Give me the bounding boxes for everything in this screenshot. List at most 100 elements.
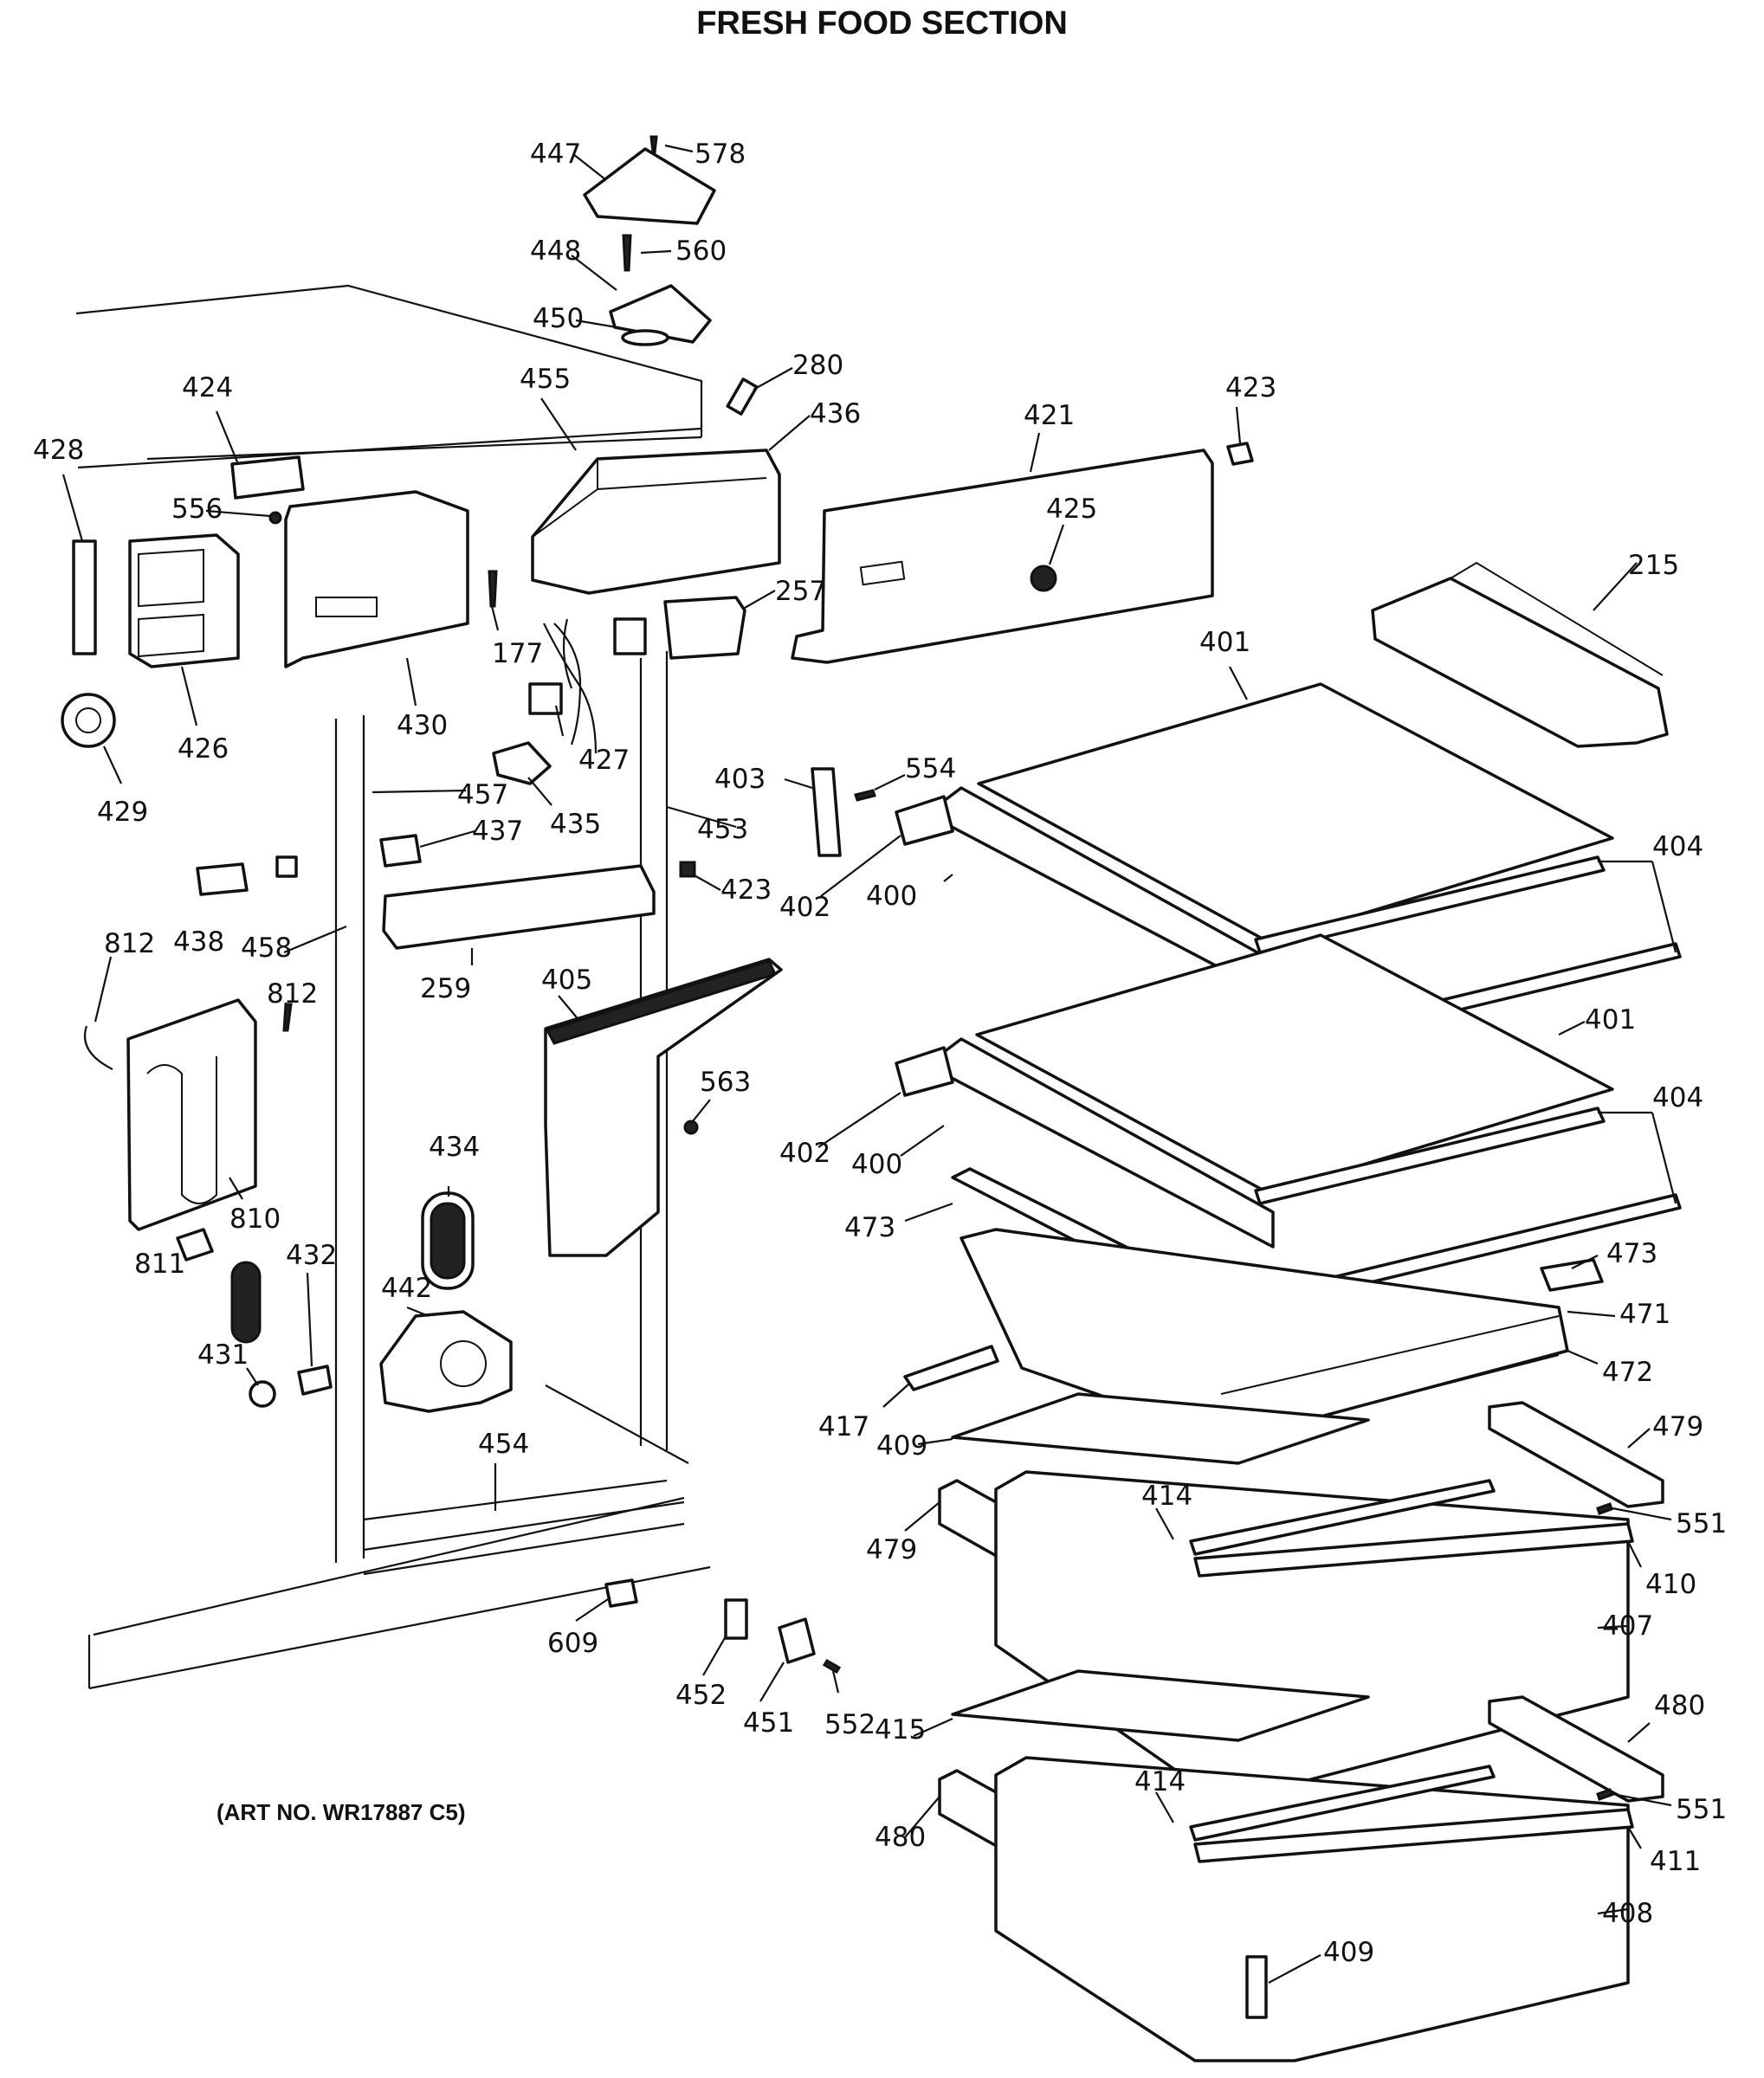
part-label: 452: [675, 1680, 727, 1711]
part-label: 414: [1141, 1481, 1192, 1512]
part-423-plug-left: [679, 861, 696, 878]
part-labels: 447 578 448 560 450 280 424 428 455 436 …: [33, 139, 1727, 1968]
part-551-screw-upper: [1596, 1502, 1613, 1515]
part-405-bracket: [544, 958, 783, 1257]
part-442-damper: [379, 1310, 513, 1413]
part-label: 414: [1134, 1766, 1186, 1797]
part-label: 403: [714, 764, 766, 795]
part-480-slide-right: [1488, 1695, 1664, 1803]
part-427-wiring: [543, 618, 598, 754]
part-label: 415: [875, 1714, 926, 1746]
part-label: 552: [824, 1709, 876, 1740]
part-label: 428: [33, 435, 84, 466]
part-label: 405: [541, 965, 592, 996]
part-451-hinge: [778, 1617, 816, 1664]
part-label: 429: [97, 797, 148, 828]
part-430-cover: [284, 490, 469, 668]
part-label: 811: [134, 1249, 185, 1280]
part-431-cap: [249, 1380, 276, 1408]
part-label: 431: [197, 1339, 249, 1371]
part-428-hinge: [72, 539, 97, 655]
part-label: 424: [182, 372, 233, 403]
part-label: 437: [472, 816, 523, 847]
part-431-bulb-holder: [230, 1261, 262, 1344]
part-479-slide-right: [1488, 1401, 1664, 1508]
part-424-switch: [230, 455, 305, 500]
part-label: 458: [241, 933, 292, 964]
part-436-control-housing: [531, 449, 781, 595]
part-label: 401: [1585, 1004, 1636, 1036]
part-label: 812: [267, 978, 318, 1010]
part-label: 479: [866, 1534, 917, 1565]
part-label: 427: [578, 745, 630, 776]
part-label: 453: [697, 814, 748, 845]
part-label: 425: [1046, 494, 1097, 525]
part-410-drawer-front-rail: [1193, 1522, 1634, 1578]
part-label: 400: [851, 1149, 902, 1180]
part-label: 423: [1225, 372, 1276, 403]
part-432-sleeve: [297, 1365, 333, 1396]
part-label: 454: [478, 1429, 529, 1460]
part-label: 554: [905, 753, 956, 784]
part-259-trim: [382, 864, 656, 950]
part-label: 404: [1652, 831, 1703, 862]
part-label: 409: [876, 1430, 927, 1462]
part-409-label: [1245, 1955, 1268, 2019]
part-402-support-mid: [895, 1046, 954, 1097]
part-label: 551: [1676, 1794, 1727, 1825]
part-label: 215: [1628, 550, 1679, 581]
part-label: 473: [1606, 1238, 1657, 1269]
part-label: 556: [171, 494, 223, 525]
part-label: 408: [1602, 1898, 1653, 1929]
part-415-divider-low: [951, 1669, 1370, 1742]
part-435-switch: [492, 741, 552, 785]
part-404-rail-top-a: [1254, 855, 1606, 954]
part-578-screw: [649, 135, 658, 154]
part-label: 480: [1654, 1690, 1705, 1721]
part-label: 407: [1602, 1610, 1653, 1642]
part-812-wire: [83, 1025, 113, 1070]
part-label: 423: [720, 874, 772, 906]
part-609-clip: [604, 1578, 638, 1608]
cabinet-outline: [75, 284, 711, 1690]
part-label: 560: [675, 236, 727, 267]
part-label: 432: [286, 1240, 337, 1271]
part-552-screw: [822, 1658, 842, 1675]
part-437-socket: [379, 834, 422, 868]
part-label: 404: [1652, 1082, 1703, 1113]
part-label: 177: [492, 638, 543, 669]
part-401-glass-shelf-mid: [975, 933, 1614, 1195]
part-554-screw: [854, 789, 876, 802]
part-label: 479: [1652, 1411, 1703, 1442]
part-563-screw: [683, 1120, 699, 1135]
part-401-glass-shelf-top: [977, 682, 1614, 944]
part-label: 280: [792, 350, 843, 381]
part-450-washer: [621, 329, 669, 346]
part-label: 410: [1645, 1569, 1696, 1600]
part-label: 434: [429, 1132, 480, 1163]
part-label: 417: [818, 1411, 869, 1442]
part-label: 402: [779, 892, 830, 923]
part-label: 810: [229, 1204, 281, 1235]
part-403-rail: [811, 767, 842, 857]
part-label: 438: [173, 926, 224, 958]
part-label: 448: [530, 236, 581, 267]
part-414-rail-lower: [1189, 1765, 1496, 1842]
part-label: 257: [775, 576, 826, 607]
part-447-cover: [583, 147, 716, 225]
part-811-clip: [176, 1228, 214, 1262]
part-551-screw-lower: [1596, 1788, 1613, 1801]
part-411-drawer-front-rail: [1193, 1808, 1634, 1863]
part-429-knob: [61, 693, 116, 748]
part-448-bracket: [609, 284, 712, 344]
part-label: 436: [810, 398, 861, 429]
part-label: 450: [533, 303, 584, 334]
part-473-cover-right: [1540, 1258, 1604, 1292]
part-label: 259: [420, 973, 471, 1004]
part-label: 472: [1602, 1357, 1653, 1388]
part-label: 455: [520, 364, 571, 395]
part-434-grille: [430, 1202, 466, 1280]
part-label: 421: [1024, 400, 1075, 431]
part-426-light-housing: [128, 533, 240, 668]
part-label: 447: [530, 139, 581, 170]
